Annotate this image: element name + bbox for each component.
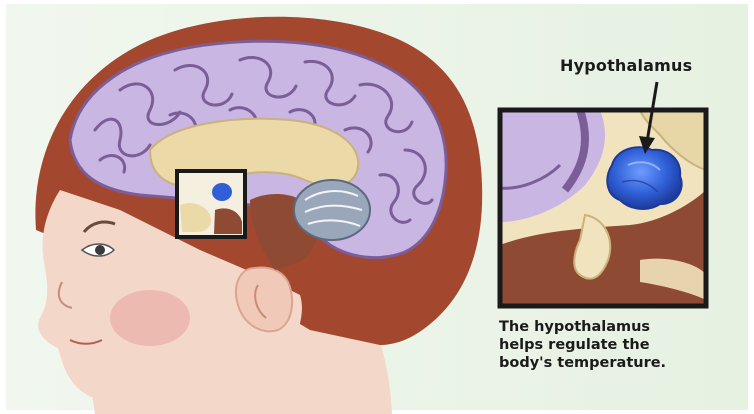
caption: The hypothalamus helps regulate the body… bbox=[499, 318, 749, 372]
zoom-panel-contents bbox=[500, 110, 706, 306]
locator-hypothalamus bbox=[212, 183, 232, 201]
hypothalamus-label: Hypothalamus bbox=[560, 56, 750, 75]
caption-line-3: body's temperature. bbox=[499, 354, 749, 372]
cheek-blush bbox=[110, 290, 190, 346]
caption-line-2: helps regulate the bbox=[499, 336, 749, 354]
caption-line-1: The hypothalamus bbox=[499, 318, 749, 336]
pupil bbox=[95, 245, 105, 255]
